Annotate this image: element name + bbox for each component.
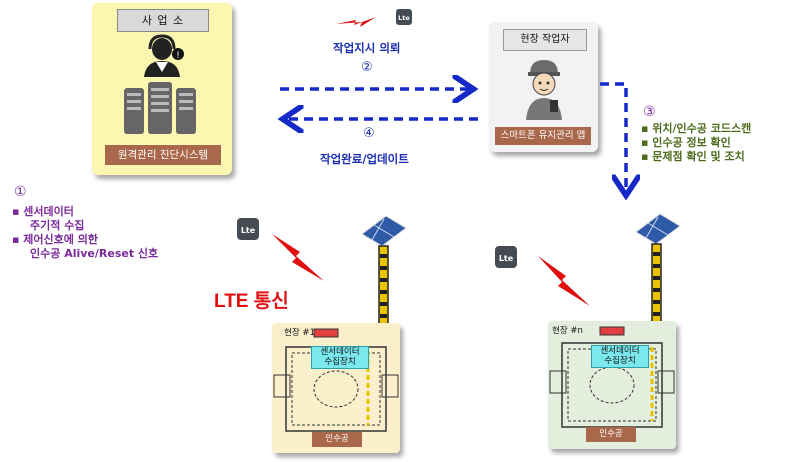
request-label: 작업지시 의뢰 [333,41,401,55]
worker-task-item: ▪ 문제점 확인 및 조치 [641,150,745,163]
sensor-task-item: 주기적 수집 [30,219,85,232]
lte-icon: Lte [495,246,517,268]
svg-text:!: ! [176,51,180,61]
worker-to-site-arrow [600,82,626,192]
lightning-bolt-site1 [272,234,324,281]
complete-label: 작업완료/업데이트 [320,152,409,166]
worker-task-item: ▪ 위치/인수공 코드스캔 [641,122,752,135]
sensor-task-item: 인수공 Alive/Reset 신호 [30,247,159,260]
site-n-label: 현장 #n [552,326,583,336]
lte-communication-title: LTE 통신 [214,291,289,312]
lightning-bolt-site2 [538,256,590,306]
solar-pole-site2 [635,213,681,325]
field-worker-icon [526,60,562,120]
operator-icon: ! [144,34,184,77]
office-title: 사 업 소 [117,9,209,32]
sensor-tasks-step: ① [14,184,27,200]
lte-icon: Lte [396,9,412,25]
lightning-bolt-top [336,17,376,27]
manhole-label-site2: 인수공 [586,427,636,442]
worker-tasks-list: ▪ 위치/인수공 코드스캔 ▪ 인수공 정보 확인 ▪ 문제점 확인 및 조치 [641,122,751,164]
request-step: ② [361,60,373,75]
sensor-task-item: ▪ 제어신호에 의한 [12,233,98,246]
manhole-label-site1: 인수공 [312,432,362,447]
server-icon [124,82,196,134]
sensor-task-item: ▪ 센서데이터 [12,205,74,218]
worker-tasks-step: ③ [643,104,656,120]
site-1-label: 현장 #1 [284,328,315,338]
solar-pole-site1 [361,215,407,327]
worker-title: 현장 작업자 [503,29,587,51]
worker-task-item: ▪ 인수공 정보 확인 [641,136,731,149]
smartphone-app-label: 스마트폰 유지관리 앱 [495,127,591,145]
complete-step: ④ [363,126,375,141]
lte-icon: Lte [237,218,259,240]
sensor-tasks-list: ▪ 센서데이터 주기적 수집 ▪ 제어신호에 의한 인수공 Alive/Rese… [12,205,158,261]
remote-diagnosis-system-label: 원격관리 진단시스템 [105,145,221,165]
